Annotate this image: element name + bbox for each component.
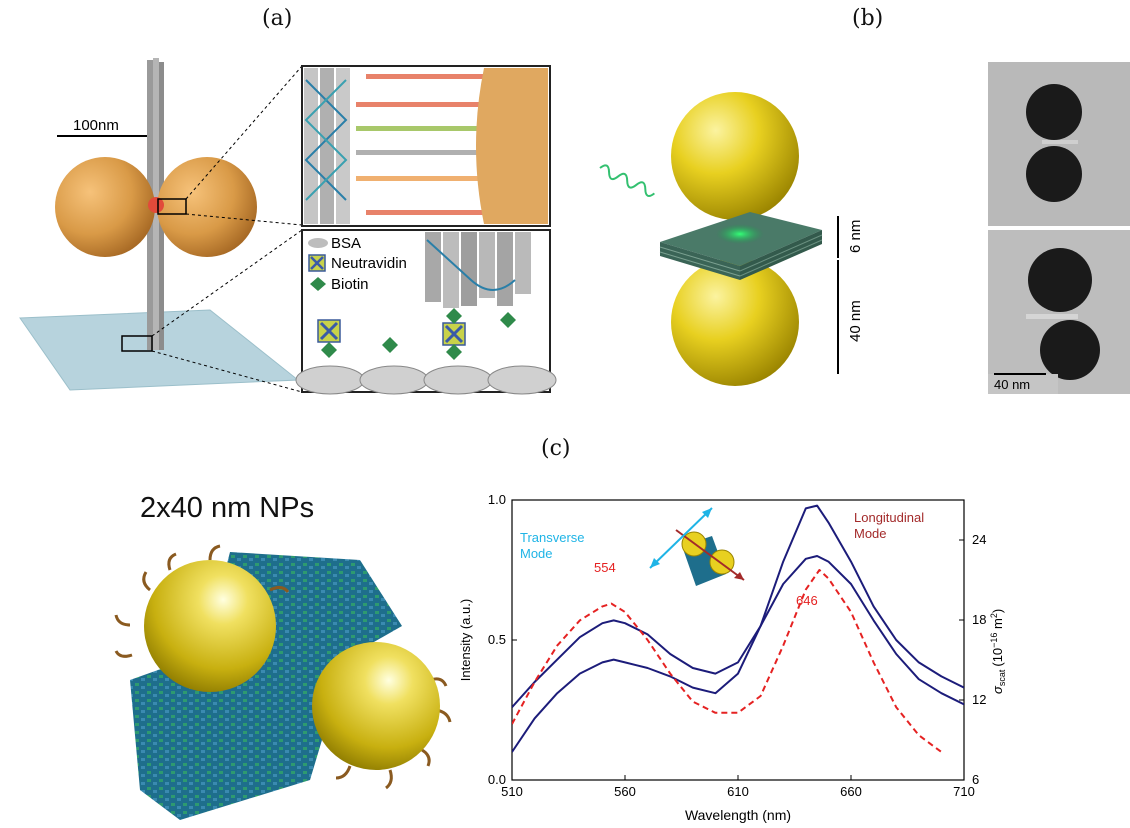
inset-top-linkers xyxy=(356,74,484,215)
panel-c-figure xyxy=(114,544,452,820)
x-tick-label: 710 xyxy=(953,784,975,799)
series-group xyxy=(512,504,964,753)
legend-neutravidin: Neutravidin xyxy=(331,255,407,272)
gold-sphere-left xyxy=(55,157,155,257)
size-label: 40 nm xyxy=(847,300,864,342)
x-tick-label: 510 xyxy=(501,784,523,799)
biotin-legend-icon xyxy=(310,277,326,291)
x-axis-label: Wavelength (nm) xyxy=(685,807,791,823)
longitudinal-label-line2: Mode xyxy=(854,526,887,541)
longitudinal-label-line1: Longitudinal xyxy=(854,510,924,525)
legend-biotin: Biotin xyxy=(331,276,369,293)
y2-tick-label: 18 xyxy=(972,612,986,627)
dye-hotspot xyxy=(148,197,164,213)
dna-origami-sheet xyxy=(659,212,823,280)
y2-tick-label: 24 xyxy=(972,532,986,547)
tem-images: 40 nm xyxy=(988,62,1130,394)
series-line-simulated xyxy=(512,569,942,753)
inset-bottom-helices xyxy=(425,232,531,308)
panel-b-figure: 6 nm 40 nm xyxy=(599,92,864,386)
gold-sphere-top-left xyxy=(144,560,276,692)
excitation-wave-icon xyxy=(599,164,655,198)
panel-c-title: 2x40 nm NPs xyxy=(140,492,315,524)
dimer-inset-icon xyxy=(649,507,745,586)
emitter-glow xyxy=(716,224,764,244)
x-tick-label: 560 xyxy=(614,784,636,799)
panel-a-figure: 100nm BSA xyxy=(19,58,557,395)
tem-scale-label: 40 nm xyxy=(994,377,1030,392)
x-tick-label: 610 xyxy=(727,784,749,799)
y2-axis-ticks: 6 12 18 24 xyxy=(959,532,986,787)
x-axis-ticks: 510 560 610 660 710 xyxy=(501,775,975,799)
series-line-measured-2 xyxy=(512,555,964,753)
y-tick-label: 1.0 xyxy=(488,492,506,507)
panel-label-a: (a) xyxy=(262,6,293,31)
gold-sphere-top xyxy=(671,92,799,220)
inset-bottom-surface xyxy=(295,308,557,395)
gap-label: 6 nm xyxy=(847,220,864,253)
y-axis-ticks: 0.0 0.5 1.0 xyxy=(488,492,517,787)
gold-sphere-bottom xyxy=(671,258,799,386)
peak-label-554: 554 xyxy=(594,560,616,575)
spectrum-chart: 510 560 610 660 710 0.0 0.5 1.0 6 12 18 24 Wavele… xyxy=(458,492,1007,823)
y2-tick-label: 12 xyxy=(972,692,986,707)
gold-sphere-right xyxy=(157,157,257,257)
legend-bsa: BSA xyxy=(331,235,361,252)
zoom-box-top xyxy=(157,198,187,215)
y-tick-label: 0.5 xyxy=(488,632,506,647)
peak-label-646: 646 xyxy=(796,593,818,608)
gold-sphere-bottom-right xyxy=(312,642,440,770)
transverse-label-line2: Mode xyxy=(520,546,553,561)
series-line-measured-1 xyxy=(512,504,964,708)
y-tick-label: 0.0 xyxy=(488,772,506,787)
transverse-label-line1: Transverse xyxy=(520,530,585,545)
bsa-legend-icon xyxy=(308,238,328,248)
x-tick-label: 660 xyxy=(840,784,862,799)
panel-label-c: (c) xyxy=(541,436,571,461)
inset-top-gold-surface xyxy=(476,68,548,224)
y2-tick-label: 6 xyxy=(972,772,979,787)
inset-top-helices xyxy=(304,68,350,224)
y2-axis-label: σscat(10−16 m2) xyxy=(989,609,1007,694)
scale-label: 100nm xyxy=(73,117,119,134)
y-axis-label: Intensity (a.u.) xyxy=(458,599,473,681)
zoom-box-bottom xyxy=(121,335,153,352)
panel-label-b: (b) xyxy=(852,6,884,31)
